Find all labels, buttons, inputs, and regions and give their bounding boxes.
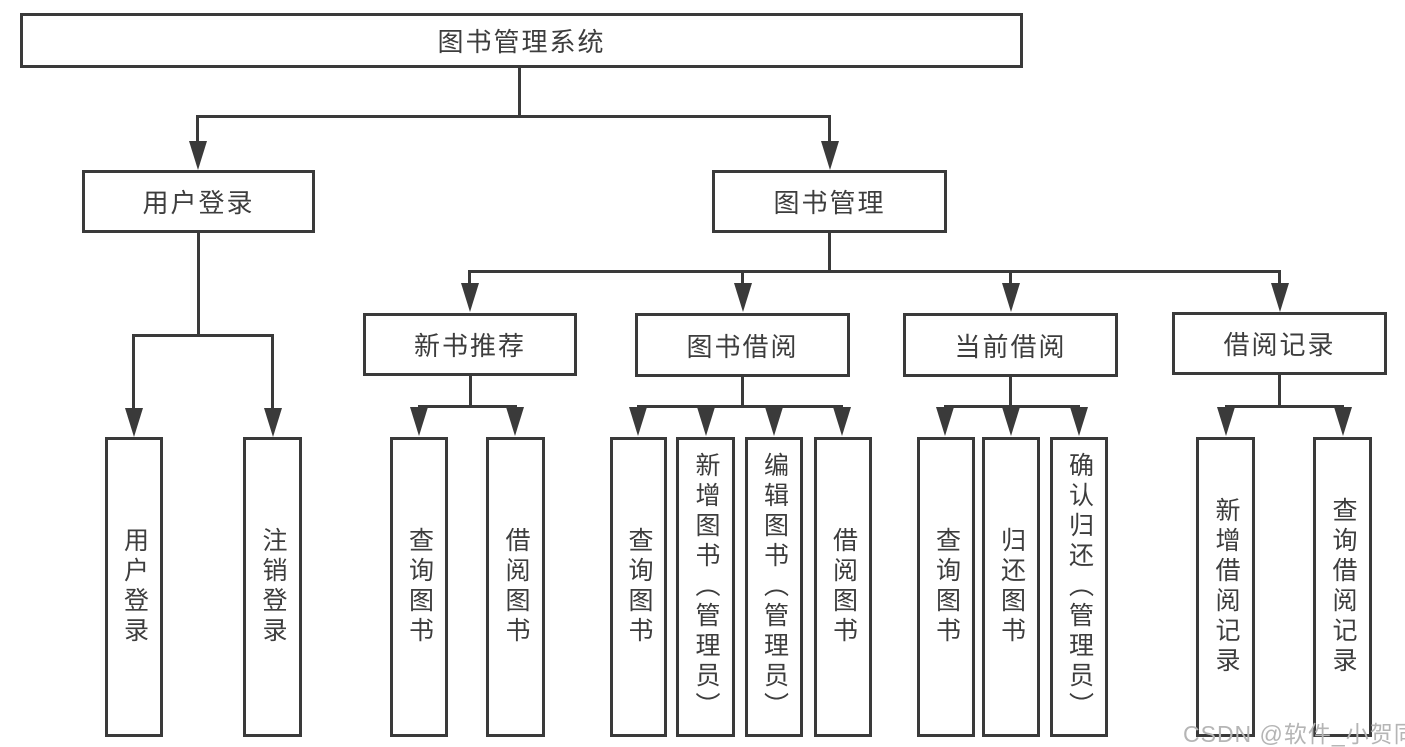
arrow-down-icon [1217, 407, 1235, 436]
node-book-management: 图书管理 [712, 170, 947, 233]
leaf-query-borrow-record: 查询借阅记录 [1313, 437, 1372, 737]
node-label: 借阅记录 [1223, 330, 1336, 360]
leaf-query-books-3: 查询图书 [917, 437, 975, 737]
node-current-borrow: 当前借阅 [903, 313, 1118, 377]
leaf-label: 查询图书 [625, 527, 653, 647]
leaf-borrow-books-2: 借阅图书 [814, 437, 872, 737]
leaf-label: 借阅图书 [829, 527, 858, 647]
connector-stub [271, 334, 274, 410]
leaf-add-borrow-record: 新增借阅记录 [1196, 437, 1255, 737]
connector-new-books-trunk [469, 376, 472, 407]
arrow-down-icon [833, 407, 851, 436]
connector-current-trunk [1009, 377, 1012, 407]
arrow-down-icon [629, 407, 647, 436]
arrow-down-icon [697, 407, 715, 436]
connector-borrow-trunk [741, 377, 744, 407]
leaf-label: 查询图书 [932, 527, 961, 647]
leaf-label: 查询借阅记录 [1329, 497, 1357, 677]
connector-new-books-split [418, 405, 517, 408]
leaf-label: 确认归还（管理员） [1065, 452, 1094, 722]
connector-borrow-split [637, 405, 843, 408]
arrow-down-icon [734, 283, 752, 312]
node-borrow-records: 借阅记录 [1172, 312, 1387, 375]
connector-records-split [1225, 405, 1344, 408]
leaf-label: 新增图书（管理员） [692, 452, 720, 722]
connector-stub [196, 115, 199, 143]
leaf-return-book: 归还图书 [982, 437, 1040, 737]
leaf-logout: 注销登录 [243, 437, 302, 737]
arrow-down-icon [125, 408, 143, 437]
node-label: 用户登录 [142, 188, 255, 218]
arrow-down-icon [765, 407, 783, 436]
leaf-confirm-return-admin: 确认归还（管理员） [1050, 437, 1108, 737]
leaf-add-book-admin: 新增图书（管理员） [676, 437, 735, 737]
connector-user-login-split [133, 334, 274, 337]
connector-user-login-trunk [197, 233, 200, 337]
leaf-label: 查询图书 [405, 527, 434, 647]
leaf-query-books-1: 查询图书 [390, 437, 448, 737]
node-label: 新书推荐 [413, 331, 526, 361]
connector-stub [1009, 270, 1012, 285]
node-book-borrow: 图书借阅 [635, 313, 850, 377]
connector-stub [1278, 270, 1281, 285]
connector-stub [741, 270, 744, 285]
connector-stub [468, 270, 471, 285]
node-root: 图书管理系统 [20, 13, 1023, 68]
watermark: CSDN @软件_小贺同学 [1183, 721, 1405, 747]
connector-current-split [944, 405, 1080, 408]
node-label: 图书管理 [773, 188, 886, 218]
leaf-label: 注销登录 [259, 527, 287, 647]
connector-root-trunk [518, 68, 521, 118]
leaf-label: 归还图书 [997, 527, 1026, 647]
arrow-down-icon [264, 408, 282, 437]
node-label: 图书借阅 [686, 331, 799, 362]
connector-book-mgmt-split [469, 270, 1281, 273]
connector-root-split [197, 115, 831, 118]
leaf-label: 编辑图书（管理员） [760, 452, 789, 722]
leaf-edit-book-admin: 编辑图书（管理员） [745, 437, 803, 737]
connector-records-trunk [1278, 375, 1281, 407]
leaf-user-login: 用户登录 [105, 437, 163, 737]
node-root-label: 图书管理系统 [437, 27, 606, 57]
leaf-query-books-2: 查询图书 [610, 437, 667, 737]
arrow-down-icon [506, 407, 524, 436]
connector-stub [132, 334, 135, 410]
connector-stub [828, 115, 831, 143]
arrow-down-icon [1002, 283, 1020, 312]
node-user-login: 用户登录 [82, 170, 315, 233]
arrow-down-icon [1070, 407, 1088, 436]
arrow-down-icon [461, 283, 479, 312]
leaf-label: 借阅图书 [502, 527, 530, 647]
arrow-down-icon [1334, 407, 1352, 436]
arrow-down-icon [1271, 283, 1289, 312]
leaf-label: 用户登录 [120, 527, 149, 647]
arrow-down-icon [936, 407, 954, 436]
connector-book-mgmt-trunk [828, 233, 831, 273]
leaf-borrow-books-1: 借阅图书 [486, 437, 545, 737]
leaf-label: 新增借阅记录 [1212, 497, 1240, 677]
arrow-down-icon [189, 141, 207, 170]
arrow-down-icon [821, 141, 839, 170]
node-new-book-recommend: 新书推荐 [363, 313, 577, 376]
arrow-down-icon [410, 407, 428, 436]
arrow-down-icon [1002, 407, 1020, 436]
node-label: 当前借阅 [954, 331, 1067, 362]
